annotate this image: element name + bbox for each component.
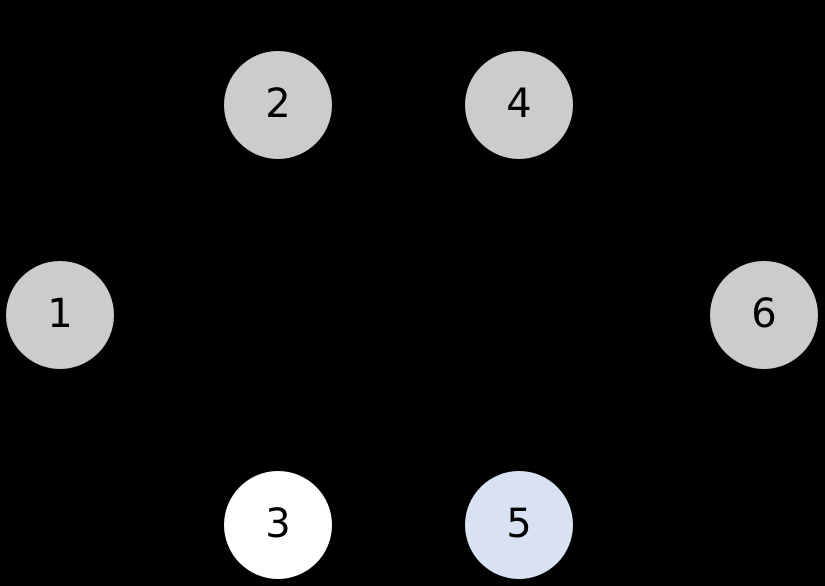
graph-node-1[interactable]: 1 xyxy=(6,261,114,369)
graph-node-4[interactable]: 4 xyxy=(465,51,573,159)
graph-node-2-label: 2 xyxy=(265,81,291,127)
graph-node-3[interactable]: 3 xyxy=(224,471,332,579)
graph-node-5[interactable]: 5 xyxy=(465,471,573,579)
graph-node-4-label: 4 xyxy=(506,81,532,127)
graph-node-6[interactable]: 6 xyxy=(710,261,818,369)
graph-node-2[interactable]: 2 xyxy=(224,51,332,159)
graph-node-3-label: 3 xyxy=(265,501,291,547)
graph-node-6-label: 6 xyxy=(751,291,777,337)
graph-node-1-label: 1 xyxy=(47,291,73,337)
graph-node-5-label: 5 xyxy=(506,501,532,547)
